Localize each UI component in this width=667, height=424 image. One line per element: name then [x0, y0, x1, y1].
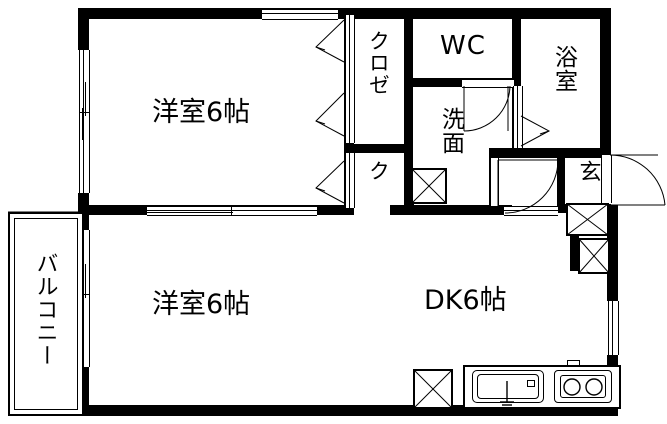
- window-top-bedroom[interactable]: [262, 9, 338, 20]
- gas-stove-inner: [560, 375, 606, 398]
- shoe-box-upper: [566, 203, 609, 236]
- room-label-washitsu-lower: 洋室6帖: [152, 289, 251, 320]
- wall-senmen-bottom: [404, 196, 414, 215]
- closet-door-2: [315, 92, 345, 137]
- wall-left-upper-lower: [78, 193, 89, 215]
- closet-door-track: [345, 15, 355, 143]
- sink-drain: [527, 380, 535, 387]
- room-label-balcony: バルコニー: [32, 252, 58, 367]
- entry-door-jamb: [601, 155, 612, 203]
- refrigerator-space: [413, 369, 453, 409]
- entry-door: [609, 154, 666, 206]
- washer-space: [411, 168, 447, 204]
- closet-door-track-lower: [345, 153, 355, 208]
- wall-right-outer-top: [600, 8, 611, 158]
- balcony-inner-outline: [14, 218, 78, 410]
- room-label-closet-lower: ク: [366, 160, 391, 182]
- wc-door: [463, 85, 511, 132]
- wall-closet-wc: [404, 8, 413, 215]
- wc-door-lintel: [462, 79, 514, 88]
- room-label-closet-upper: クロゼ: [366, 30, 391, 96]
- room-label-senmen: 洗面: [437, 107, 464, 155]
- stove-back-guard: [567, 360, 580, 366]
- wall-bath-bottom: [489, 148, 611, 158]
- sliding-door-between-bedrooms[interactable]: [147, 206, 317, 216]
- room-label-yokushitsu: 浴室: [550, 45, 577, 93]
- shoe-box-lower: [578, 238, 610, 274]
- window-right-dk[interactable]: [608, 301, 619, 355]
- bath-door: [520, 115, 551, 147]
- wall-closet-divider: [344, 144, 413, 153]
- wall-bottom-outer: [78, 405, 618, 416]
- hall-door-jamb: [490, 158, 499, 206]
- closet-door-1: [315, 19, 345, 63]
- bath-door-frame[interactable]: [513, 86, 523, 148]
- wall-right-outer-mid: [607, 205, 618, 301]
- wall-genkan-divider: [557, 155, 565, 207]
- window-left-upper-bedroom[interactable]: [79, 50, 90, 193]
- room-label-wc: WC: [440, 31, 486, 61]
- wall-mid-horizontal-right: [390, 205, 512, 215]
- room-label-washitsu-upper: 洋室6帖: [152, 97, 251, 128]
- wall-left-upper: [78, 8, 89, 50]
- dk-sliding-partition[interactable]: [504, 206, 558, 216]
- room-label-genkan: 玄: [575, 160, 601, 183]
- room-label-dk: DK6帖: [424, 285, 507, 316]
- closet-door-3: [315, 160, 345, 204]
- wall-genkan-jog-v: [570, 204, 579, 270]
